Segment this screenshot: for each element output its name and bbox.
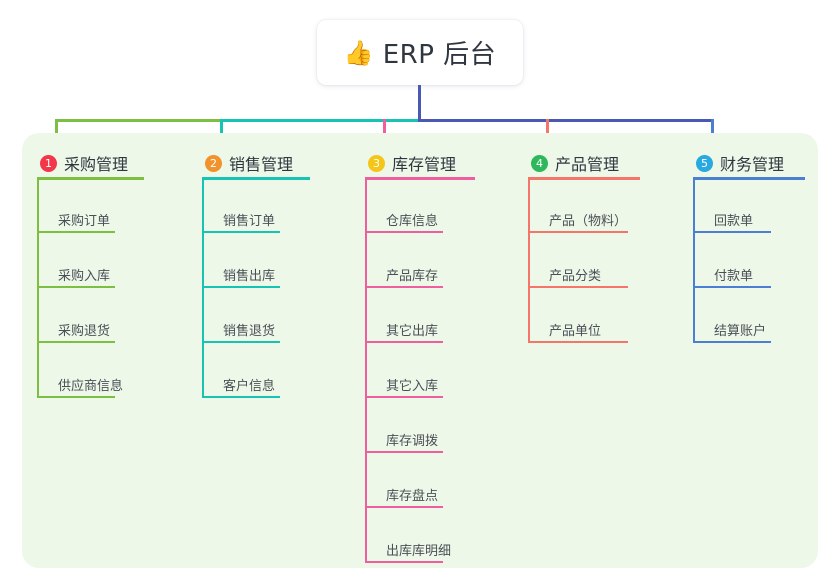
thumbs-up-icon: 👍 xyxy=(343,38,374,67)
connector-bar-segment-teal xyxy=(220,119,421,122)
leaf-underline-产品分类 xyxy=(528,286,628,288)
leaf-item-出库库明细[interactable]: 出库库明细 xyxy=(386,544,452,559)
column-badge-1: 1 xyxy=(40,154,57,172)
root-stem-line xyxy=(418,85,421,122)
column-badge-5: 5 xyxy=(696,154,713,172)
leaf-item-产品库存[interactable]: 产品库存 xyxy=(386,269,439,284)
leaf-underline-出库库明细 xyxy=(365,561,443,563)
leaf-item-采购入库[interactable]: 采购入库 xyxy=(58,269,111,284)
column-title-销售管理: 销售管理 xyxy=(229,155,294,174)
column-header-财务管理[interactable]: 5 财务管理 xyxy=(696,151,784,175)
column-underline-2 xyxy=(202,177,310,180)
leaf-item-采购退货[interactable]: 采购退货 xyxy=(58,324,111,339)
modules-panel xyxy=(22,133,818,568)
column-underline-5 xyxy=(693,177,805,180)
root-node-title: ERP 后台 xyxy=(382,40,497,70)
leaf-item-其它入库[interactable]: 其它入库 xyxy=(386,379,439,394)
leaf-item-付款单[interactable]: 付款单 xyxy=(714,269,754,284)
leaf-underline-销售出库 xyxy=(202,286,280,288)
leaf-item-仓库信息[interactable]: 仓库信息 xyxy=(386,214,439,229)
leaf-item-采购订单[interactable]: 采购订单 xyxy=(58,214,111,229)
leaf-underline-结算账户 xyxy=(693,341,771,343)
leaf-underline-销售退货 xyxy=(202,341,280,343)
leaf-underline-付款单 xyxy=(693,286,771,288)
leaf-underline-采购退货 xyxy=(37,341,115,343)
column-badge-4: 4 xyxy=(531,154,548,172)
column-title-库存管理: 库存管理 xyxy=(392,155,457,174)
column-badge-2: 2 xyxy=(205,154,222,172)
column-drop-line-1 xyxy=(55,119,58,143)
column-header-采购管理[interactable]: 1 采购管理 xyxy=(40,151,128,175)
leaf-item-库存盘点[interactable]: 库存盘点 xyxy=(386,489,439,504)
leaf-item-产品分类[interactable]: 产品分类 xyxy=(549,269,602,284)
root-node-content: 👍 ERP 后台 xyxy=(344,34,496,71)
leaf-underline-其它入库 xyxy=(365,396,443,398)
connector-bar-segment-blue xyxy=(418,119,714,122)
leaf-item-产品单位[interactable]: 产品单位 xyxy=(549,324,602,339)
column-spine-5 xyxy=(693,177,695,341)
leaf-underline-产品库存 xyxy=(365,286,443,288)
connector-bar-segment-green xyxy=(55,119,220,122)
leaf-underline-销售订单 xyxy=(202,231,280,233)
column-drop-line-4 xyxy=(546,119,549,143)
leaf-item-客户信息[interactable]: 客户信息 xyxy=(223,379,276,394)
column-header-产品管理[interactable]: 4 产品管理 xyxy=(531,151,619,175)
leaf-underline-库存盘点 xyxy=(365,506,443,508)
leaf-underline-产品（物料） xyxy=(528,231,628,233)
column-spine-3 xyxy=(365,177,367,561)
leaf-underline-采购订单 xyxy=(37,231,115,233)
leaf-underline-供应商信息 xyxy=(37,396,115,398)
leaf-item-销售出库[interactable]: 销售出库 xyxy=(223,269,276,284)
column-drop-line-2 xyxy=(220,119,223,143)
leaf-item-销售订单[interactable]: 销售订单 xyxy=(223,214,276,229)
column-drop-line-3 xyxy=(383,119,386,143)
leaf-item-供应商信息[interactable]: 供应商信息 xyxy=(58,379,124,394)
column-title-财务管理: 财务管理 xyxy=(720,155,785,174)
column-underline-3 xyxy=(365,177,475,180)
leaf-underline-客户信息 xyxy=(202,396,280,398)
leaf-item-其它出库[interactable]: 其它出库 xyxy=(386,324,439,339)
leaf-underline-产品单位 xyxy=(528,341,628,343)
leaf-item-库存调拨[interactable]: 库存调拨 xyxy=(386,434,439,449)
leaf-underline-仓库信息 xyxy=(365,231,443,233)
root-node-erp-backend[interactable]: 👍 ERP 后台 xyxy=(317,20,523,85)
leaf-item-结算账户[interactable]: 结算账户 xyxy=(714,324,767,339)
column-header-销售管理[interactable]: 2 销售管理 xyxy=(205,151,293,175)
leaf-underline-其它出库 xyxy=(365,341,443,343)
leaf-item-销售退货[interactable]: 销售退货 xyxy=(223,324,276,339)
column-badge-3: 3 xyxy=(368,154,385,172)
column-title-产品管理: 产品管理 xyxy=(555,155,620,174)
column-spine-4 xyxy=(528,177,530,341)
leaf-item-回款单[interactable]: 回款单 xyxy=(714,214,754,229)
leaf-underline-采购入库 xyxy=(37,286,115,288)
column-drop-line-5 xyxy=(711,119,714,143)
leaf-item-产品（物料）[interactable]: 产品（物料） xyxy=(549,214,628,229)
column-title-采购管理: 采购管理 xyxy=(64,155,129,174)
column-header-库存管理[interactable]: 3 库存管理 xyxy=(368,151,456,175)
column-underline-1 xyxy=(37,177,144,180)
column-underline-4 xyxy=(528,177,640,180)
leaf-underline-回款单 xyxy=(693,231,771,233)
leaf-underline-库存调拨 xyxy=(365,451,443,453)
